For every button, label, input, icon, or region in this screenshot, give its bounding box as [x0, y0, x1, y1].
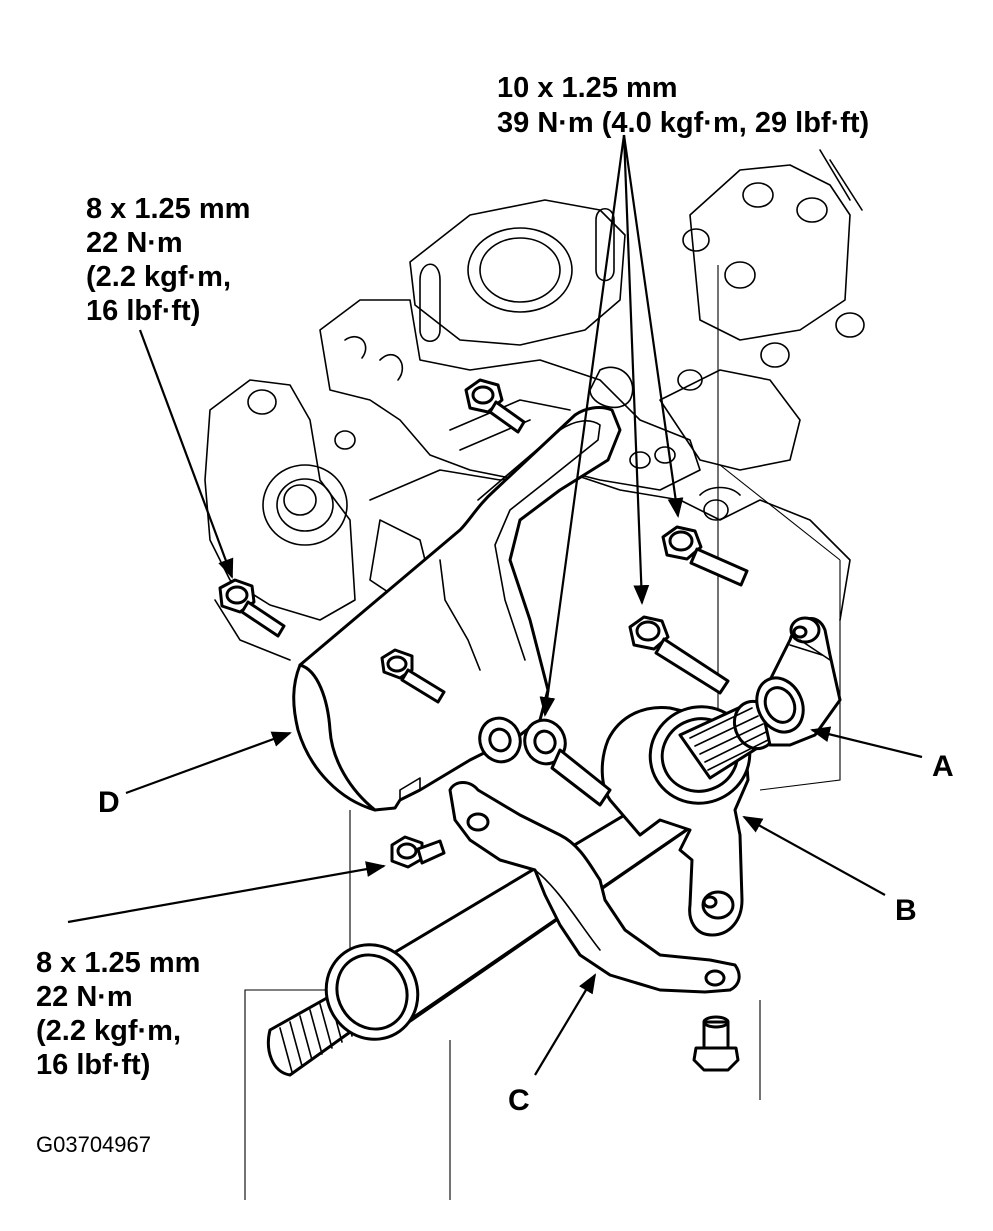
leader-lines — [67, 134, 923, 1076]
bolt-upper-flange — [464, 378, 526, 434]
shift-shaft — [266, 768, 732, 1077]
upper-left-spec-size: 8 x 1.25 mm — [86, 193, 250, 225]
bolt-upper-left — [218, 578, 286, 638]
lower-left-spec-torque: 22 N·m — [36, 981, 133, 1013]
arm-a — [755, 616, 842, 747]
upper-left-spec-kgf: (2.2 kgf·m, — [86, 261, 231, 293]
top-spec-size: 10 x 1.25 mm — [497, 72, 678, 104]
lower-left-spec-size: 8 x 1.25 mm — [36, 947, 200, 979]
bolt-right-middle — [628, 615, 730, 695]
shift-lever-c — [448, 781, 741, 994]
top-spec-torque: 39 N·m (4.0 kgf·m, 29 lbf·ft) — [497, 107, 869, 139]
label-d: D — [98, 786, 120, 819]
upper-left-spec-lbf: 16 lbf·ft) — [86, 295, 200, 327]
label-c: C — [508, 1084, 530, 1117]
lower-left-spec-lbf: 16 lbf·ft) — [36, 1049, 150, 1081]
label-a: A — [932, 750, 954, 783]
label-b: B — [895, 894, 917, 927]
bolt-washer-pair — [478, 716, 612, 807]
bolt-lower-left — [390, 835, 446, 869]
upper-left-spec-torque: 22 N·m — [86, 227, 183, 259]
bracket-b — [600, 699, 778, 937]
cover-d — [292, 406, 622, 812]
bolt-bottom — [692, 1015, 740, 1072]
bolt-right-upper — [661, 525, 749, 587]
figure-code: G03704967 — [36, 1132, 151, 1157]
lower-left-spec-kgf: (2.2 kgf·m, — [36, 1015, 181, 1047]
bolt-cover-front — [380, 648, 446, 704]
